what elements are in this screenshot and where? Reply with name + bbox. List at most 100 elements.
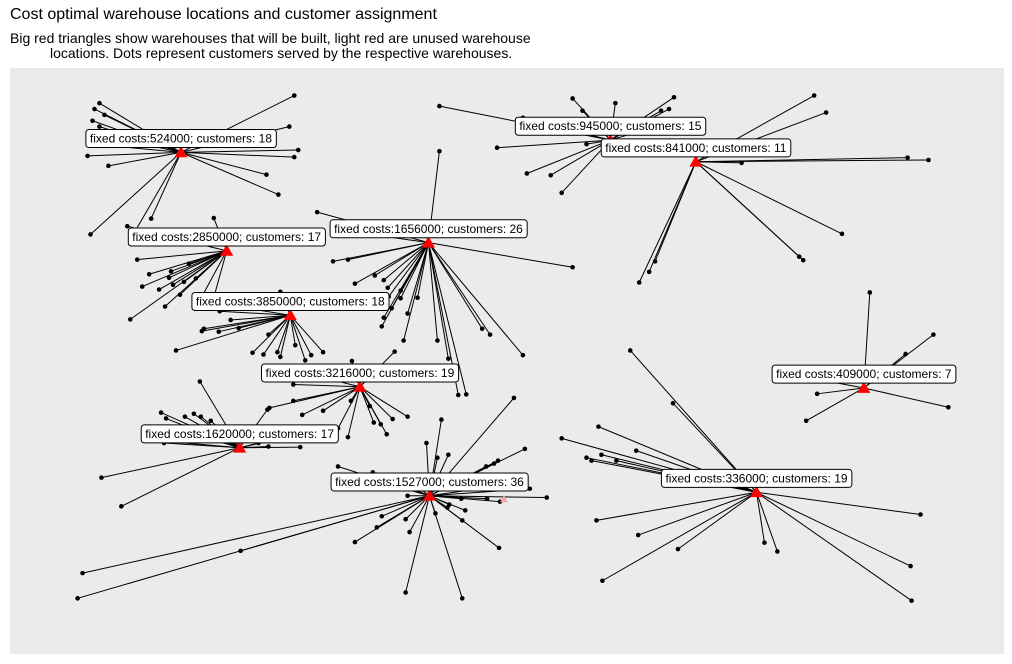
- customer-point: [903, 351, 908, 357]
- customer-point: [762, 540, 767, 545]
- customer-point: [181, 279, 187, 285]
- customer-point: [627, 348, 633, 353]
- customer-point: [106, 163, 111, 169]
- built-warehouse-marker: [689, 155, 703, 167]
- label-box: [600, 138, 792, 158]
- built-warehouse-marker: [174, 145, 188, 158]
- customer-point: [166, 275, 172, 281]
- label-box: [140, 424, 339, 444]
- customer-point: [447, 502, 452, 507]
- customer-point: [216, 329, 222, 335]
- customer-point: [275, 349, 280, 355]
- customer-point: [390, 416, 395, 422]
- assignment-line: [252, 314, 291, 354]
- customer-point: [146, 271, 152, 277]
- customer-point: [266, 444, 271, 449]
- assignment-line: [132, 152, 182, 235]
- customer-point: [295, 147, 301, 153]
- customer-point: [385, 285, 391, 291]
- customer-point: [92, 106, 97, 112]
- customer-point: [675, 546, 681, 552]
- customer-point: [80, 570, 85, 576]
- customer-point: [405, 414, 410, 419]
- warehouse-label-text: fixed costs:3216000; customers: 19: [265, 366, 454, 380]
- customer-point: [405, 311, 410, 316]
- assignment-line: [263, 315, 291, 355]
- assignment-line: [359, 386, 375, 423]
- assignment-line: [219, 310, 291, 316]
- assignment-line: [87, 151, 181, 157]
- customer-point: [381, 315, 387, 320]
- customer-point: [291, 93, 297, 98]
- customer-point: [811, 93, 817, 98]
- customer-point: [228, 317, 233, 323]
- label-box: [127, 227, 326, 247]
- assignment-line: [180, 151, 267, 176]
- assignment-line: [381, 242, 429, 327]
- customer-point: [345, 434, 351, 440]
- assignment-line: [203, 314, 291, 330]
- customer-point: [403, 516, 408, 522]
- customer-point: [191, 411, 197, 417]
- chart-subtitle: Big red triangles show warehouses that w…: [10, 31, 531, 61]
- customer-point: [823, 110, 829, 115]
- customer-point: [139, 284, 145, 289]
- assignment-line: [381, 495, 430, 517]
- customer-point: [75, 596, 80, 601]
- customer-point: [177, 292, 183, 298]
- customer-point: [484, 496, 490, 502]
- warehouse-label: fixed costs:1527000; customers: 36: [330, 472, 529, 492]
- assignment-line: [695, 161, 804, 261]
- customer-point: [250, 350, 255, 356]
- assignment-line: [376, 495, 430, 528]
- customer-points: [75, 93, 951, 603]
- customer-point: [291, 154, 297, 160]
- customer-point: [378, 421, 384, 427]
- assignment-line: [77, 495, 430, 599]
- assignment-line: [172, 250, 227, 286]
- assignment-line: [142, 250, 227, 288]
- customer-point: [170, 282, 176, 288]
- customer-point: [372, 273, 378, 278]
- customer-point: [584, 455, 589, 460]
- customer-point: [156, 287, 162, 292]
- assignment-line: [405, 495, 430, 593]
- warehouse-label: fixed costs:2850000; customers: 17: [127, 227, 326, 247]
- customer-point: [335, 464, 341, 469]
- built-warehouse-marker: [353, 380, 367, 392]
- label-box: [660, 468, 853, 488]
- assignment-line: [428, 242, 483, 330]
- customer-point: [384, 431, 390, 437]
- customer-point: [487, 332, 493, 337]
- customer-point: [599, 452, 604, 458]
- assignment-line: [279, 315, 291, 358]
- assignment-line: [756, 491, 921, 516]
- customer-point: [173, 348, 179, 353]
- customer-point: [398, 288, 403, 293]
- subtitle-line-1: Big red triangles show warehouses that w…: [10, 30, 531, 46]
- assignment-line: [276, 315, 291, 353]
- customer-point: [462, 508, 468, 513]
- plot-panel: [10, 68, 1004, 654]
- customer-point: [392, 349, 397, 354]
- customer-point: [379, 324, 385, 329]
- customer-point: [162, 304, 168, 309]
- assignment-line: [322, 386, 361, 412]
- label-box: [329, 219, 528, 239]
- built-warehouse-marker: [233, 441, 247, 453]
- customer-point: [439, 417, 444, 422]
- customer-point: [596, 424, 601, 429]
- customer-point: [613, 100, 618, 106]
- assignment-line: [180, 151, 295, 158]
- assignment-line: [359, 386, 388, 435]
- customer-point: [314, 209, 320, 215]
- customer-point: [168, 269, 174, 274]
- customer-point: [636, 280, 642, 285]
- customer-point: [371, 420, 377, 425]
- customer-point: [580, 108, 585, 114]
- assignment-line: [129, 250, 227, 320]
- assignment-line: [180, 149, 299, 153]
- assignment-line: [374, 242, 429, 276]
- customer-point: [266, 332, 271, 337]
- customer-point: [459, 518, 465, 523]
